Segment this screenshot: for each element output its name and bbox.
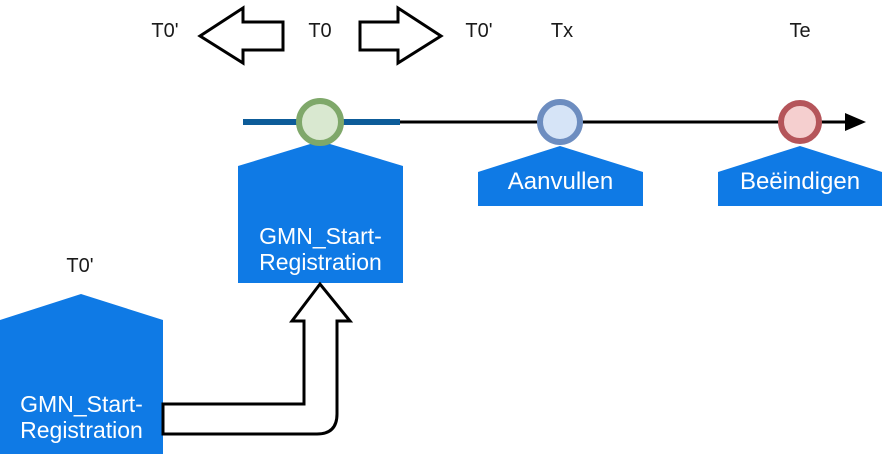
marker-te-circle[interactable] (778, 100, 822, 144)
time-label-t0prime-left: T0' (151, 20, 179, 42)
timeline-arrowhead-icon (845, 113, 866, 131)
connector-arrow-icon (161, 281, 354, 436)
node-beeindigen-shape (718, 146, 882, 206)
node-aanvullen-shape (478, 146, 643, 206)
time-label-t0prime-lower: T0' (66, 255, 94, 277)
time-label-tx: Tx (550, 20, 574, 42)
time-label-t0: T0 (308, 20, 332, 42)
shift-right-arrow-icon (358, 5, 444, 66)
marker-tx-circle[interactable] (537, 99, 583, 145)
time-label-te: Te (789, 20, 811, 42)
shift-left-arrow-icon (197, 5, 285, 66)
time-label-t0prime-right: T0' (465, 20, 493, 42)
node-gmn-start-registration-t0-shape (238, 141, 403, 283)
marker-t0-circle[interactable] (296, 98, 344, 146)
node-gmn-start-registration-t0prime-shape (0, 294, 163, 454)
